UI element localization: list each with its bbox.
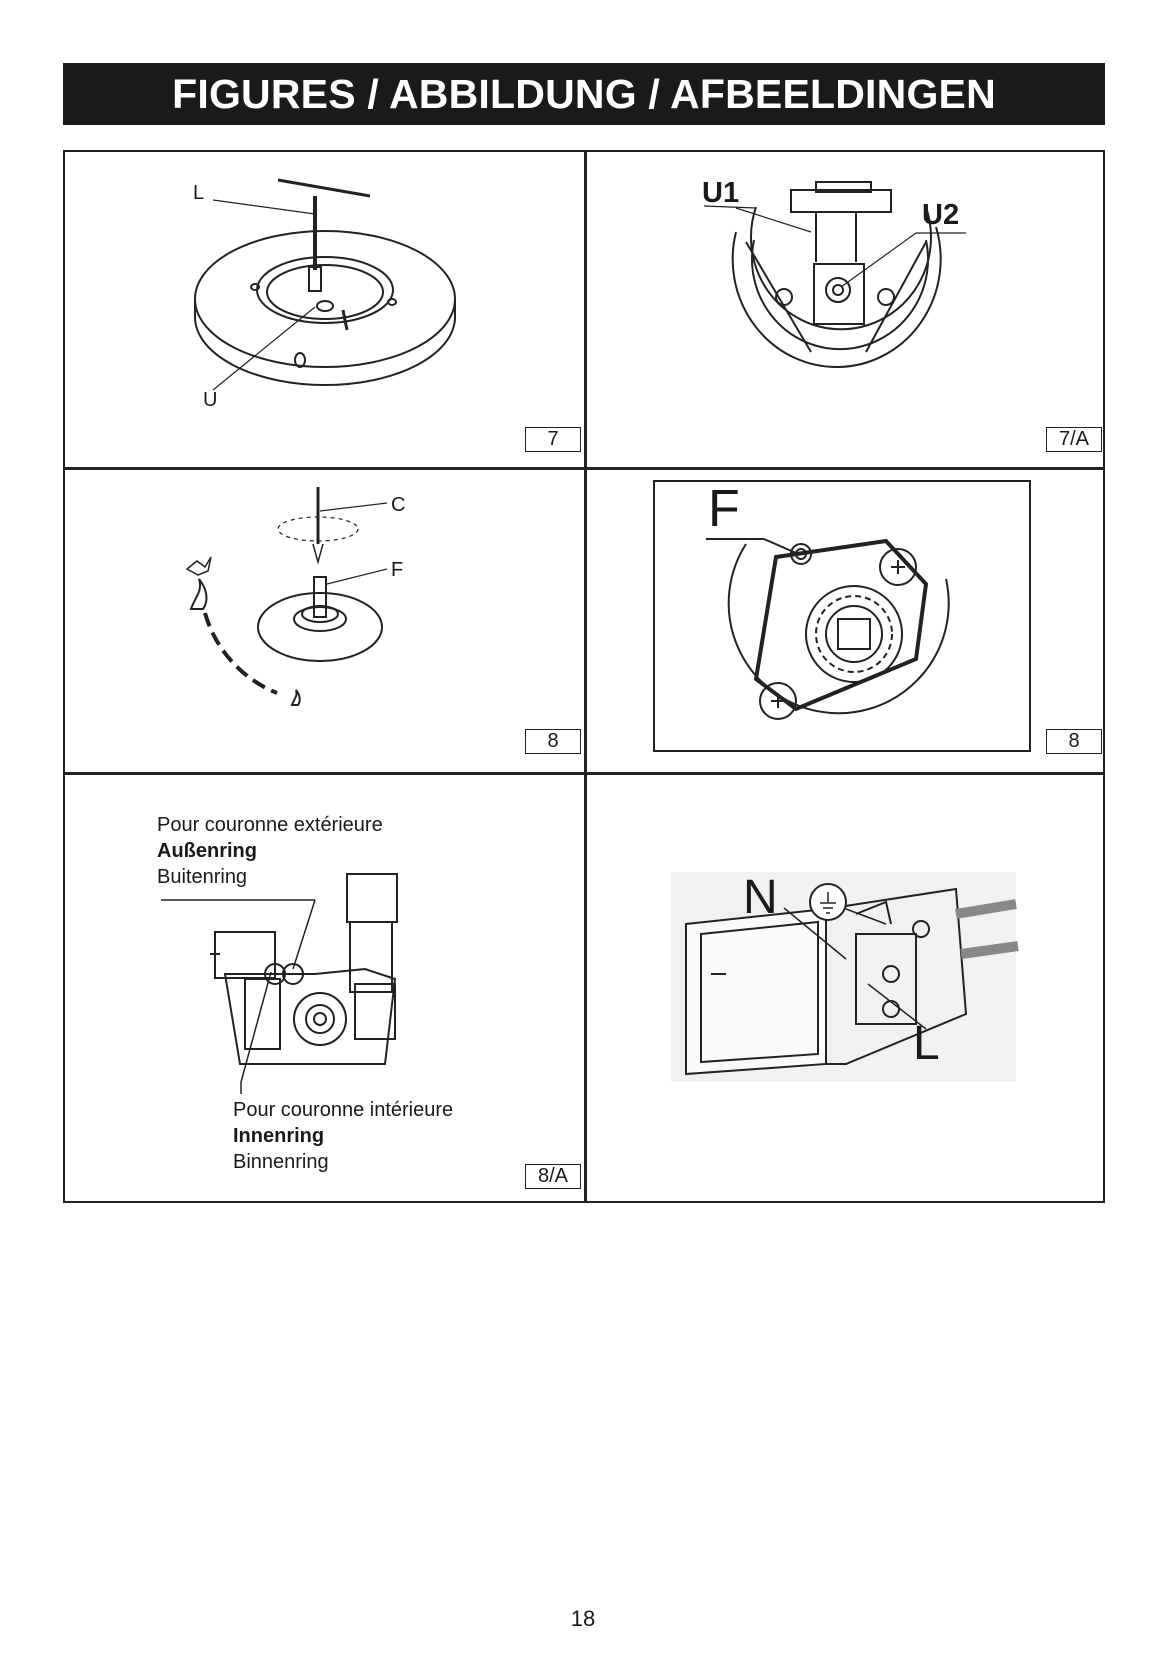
figure-8-detail: F 8 <box>586 469 1105 772</box>
terminal-block-illustration <box>671 872 1019 1082</box>
burner-cap-illustration <box>703 181 966 369</box>
page-title: FIGURES / ABBILDUNG / AFBEELDINGEN <box>63 63 1105 125</box>
figure-8: C F 8 <box>65 469 584 772</box>
figure-number: 8 <box>525 729 581 754</box>
figures-grid: L U 7 <box>63 150 1105 1203</box>
grid-divider-vertical <box>584 152 587 1201</box>
gas-valve-illustration <box>161 873 398 1094</box>
callout-u2: U2 <box>922 199 960 231</box>
figure-number: 8/A <box>525 1164 581 1189</box>
callout-n: N <box>743 871 778 924</box>
figure-number: 7/A <box>1046 427 1102 452</box>
outer-ring-fr: Pour couronne extérieure <box>157 814 383 836</box>
callout-l: L <box>193 182 205 204</box>
grid-divider-row2 <box>65 772 1103 775</box>
figure-number: 7 <box>525 427 581 452</box>
outer-ring-de: Außenring <box>157 840 257 862</box>
grid-divider-row1 <box>65 467 1103 470</box>
callout-f: F <box>708 480 740 538</box>
callout-f: F <box>391 559 404 581</box>
callout-u1: U1 <box>702 177 740 209</box>
figure-7: L U 7 <box>65 152 584 467</box>
outer-ring-nl: Buitenring <box>157 866 248 888</box>
burner-base-illustration <box>194 178 456 391</box>
callout-l: L <box>913 1017 940 1070</box>
callout-c: C <box>391 494 406 516</box>
figure-8a: Pour couronne extérieure Außenring Buite… <box>65 774 584 1203</box>
inner-ring-de: Innenring <box>233 1125 325 1147</box>
valve-screw-illustration <box>653 480 1031 752</box>
page-number: 18 <box>570 1606 596 1631</box>
figure-wiring: N L <box>586 774 1105 1203</box>
callout-u: U <box>203 389 218 411</box>
inner-ring-fr: Pour couronne intérieure <box>233 1099 454 1121</box>
figure-number: 8 <box>1046 729 1102 754</box>
thermocouple-adjust-illustration <box>185 487 388 706</box>
inner-ring-nl: Binnenring <box>233 1151 329 1173</box>
figure-7a: U1 U2 7/A <box>586 152 1105 467</box>
